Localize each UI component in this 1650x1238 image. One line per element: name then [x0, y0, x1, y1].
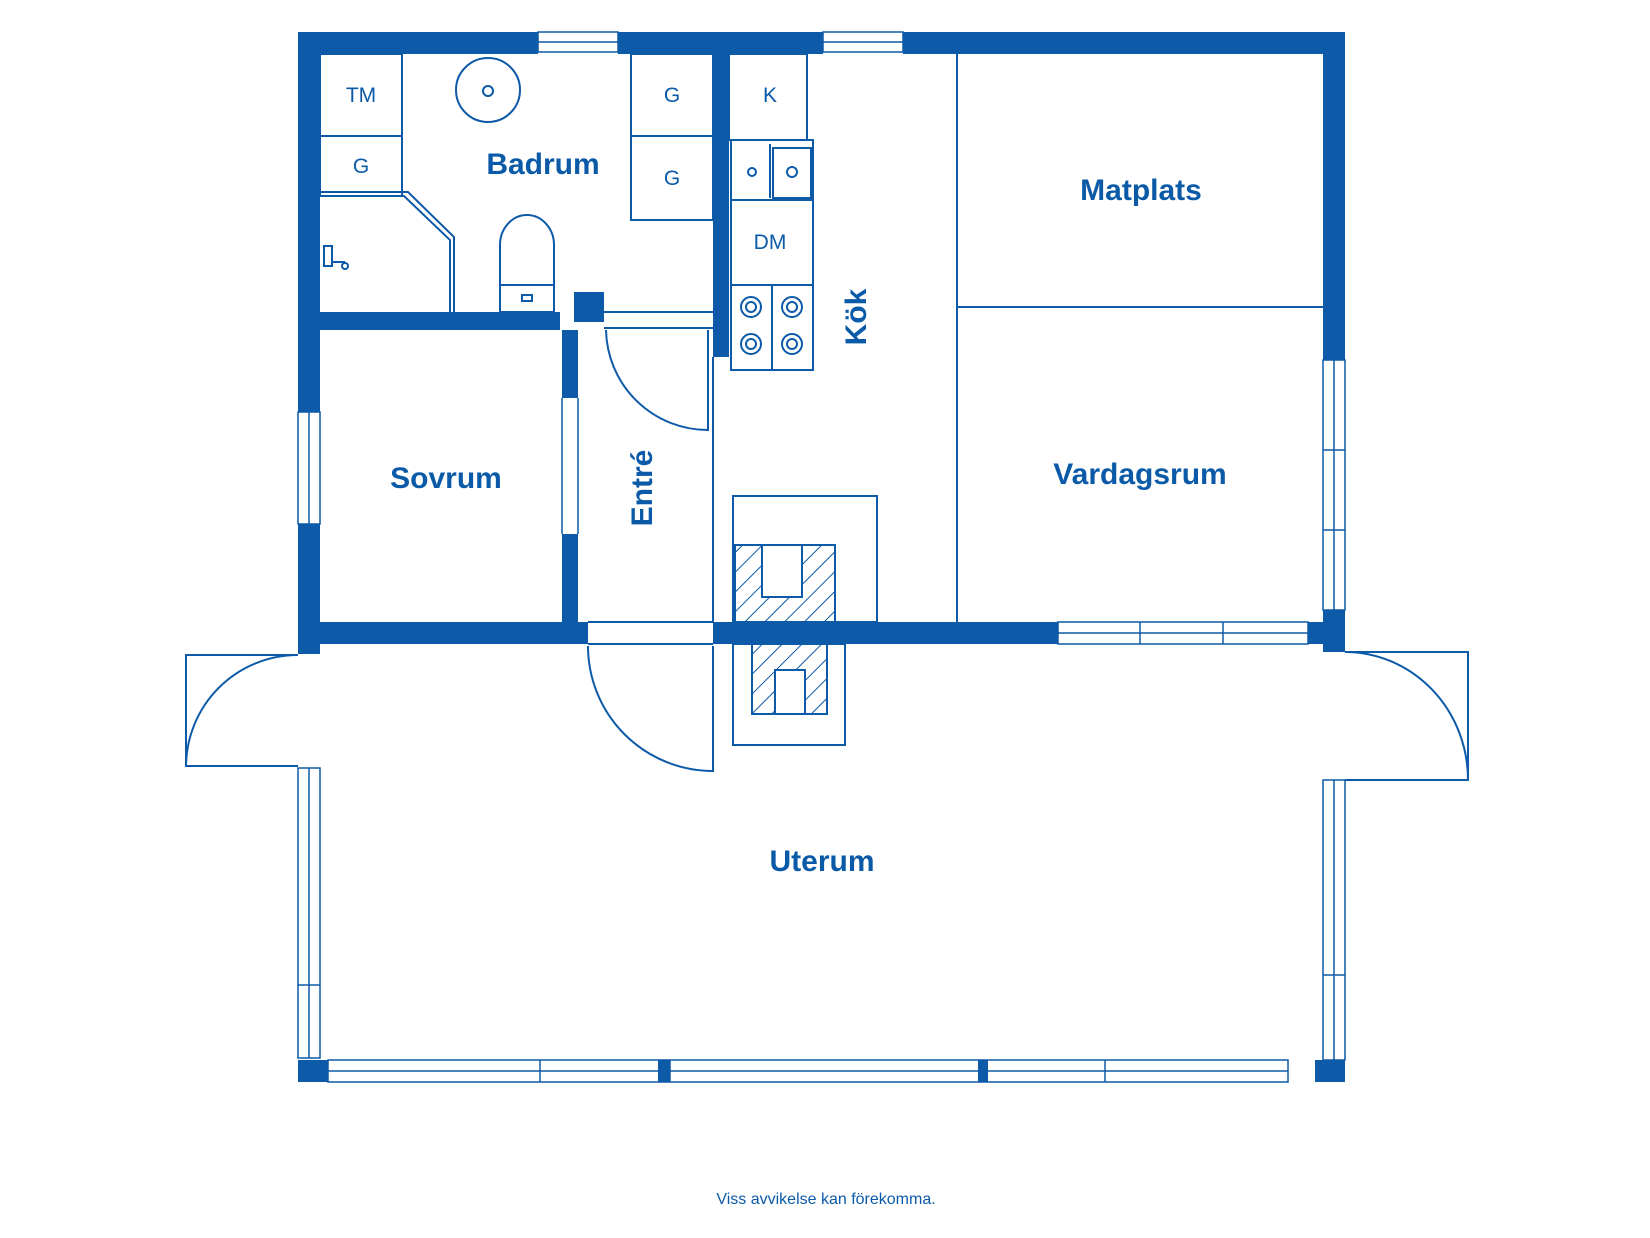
interior-lines	[588, 54, 1323, 645]
fireplace-kitchen	[732, 495, 878, 623]
room-label-entre: Entré	[626, 450, 659, 527]
fixture-label-g-left: G	[353, 155, 369, 178]
kitchen-fixtures	[728, 53, 814, 371]
room-label-kok: Kök	[840, 288, 873, 345]
toilet-icon	[499, 214, 555, 286]
fixture-label-tm: TM	[346, 84, 376, 107]
disclaimer-text: Viss avvikelse kan förekomma.	[716, 1191, 935, 1208]
fixture-label-g-right-bottom: G	[664, 167, 680, 190]
room-label-vardagsrum: Vardagsrum	[1053, 458, 1226, 491]
fixture-label-k: K	[763, 84, 777, 107]
fixture-label-dm: DM	[754, 231, 787, 254]
room-label-badrum: Badrum	[486, 148, 599, 181]
room-label-uterum: Uterum	[769, 845, 874, 878]
fireplace-uterum	[732, 643, 846, 746]
doors	[185, 329, 1469, 781]
stove-burner-icon	[740, 296, 762, 318]
sink-icon	[455, 57, 521, 123]
fixture-label-g-right-top: G	[664, 84, 680, 107]
walls	[298, 32, 1345, 1082]
partition-glass	[561, 398, 579, 534]
windows	[297, 31, 1346, 1083]
bathroom-fixtures	[319, 53, 714, 313]
room-label-matplats: Matplats	[1080, 174, 1202, 207]
room-label-sovrum: Sovrum	[390, 462, 502, 495]
